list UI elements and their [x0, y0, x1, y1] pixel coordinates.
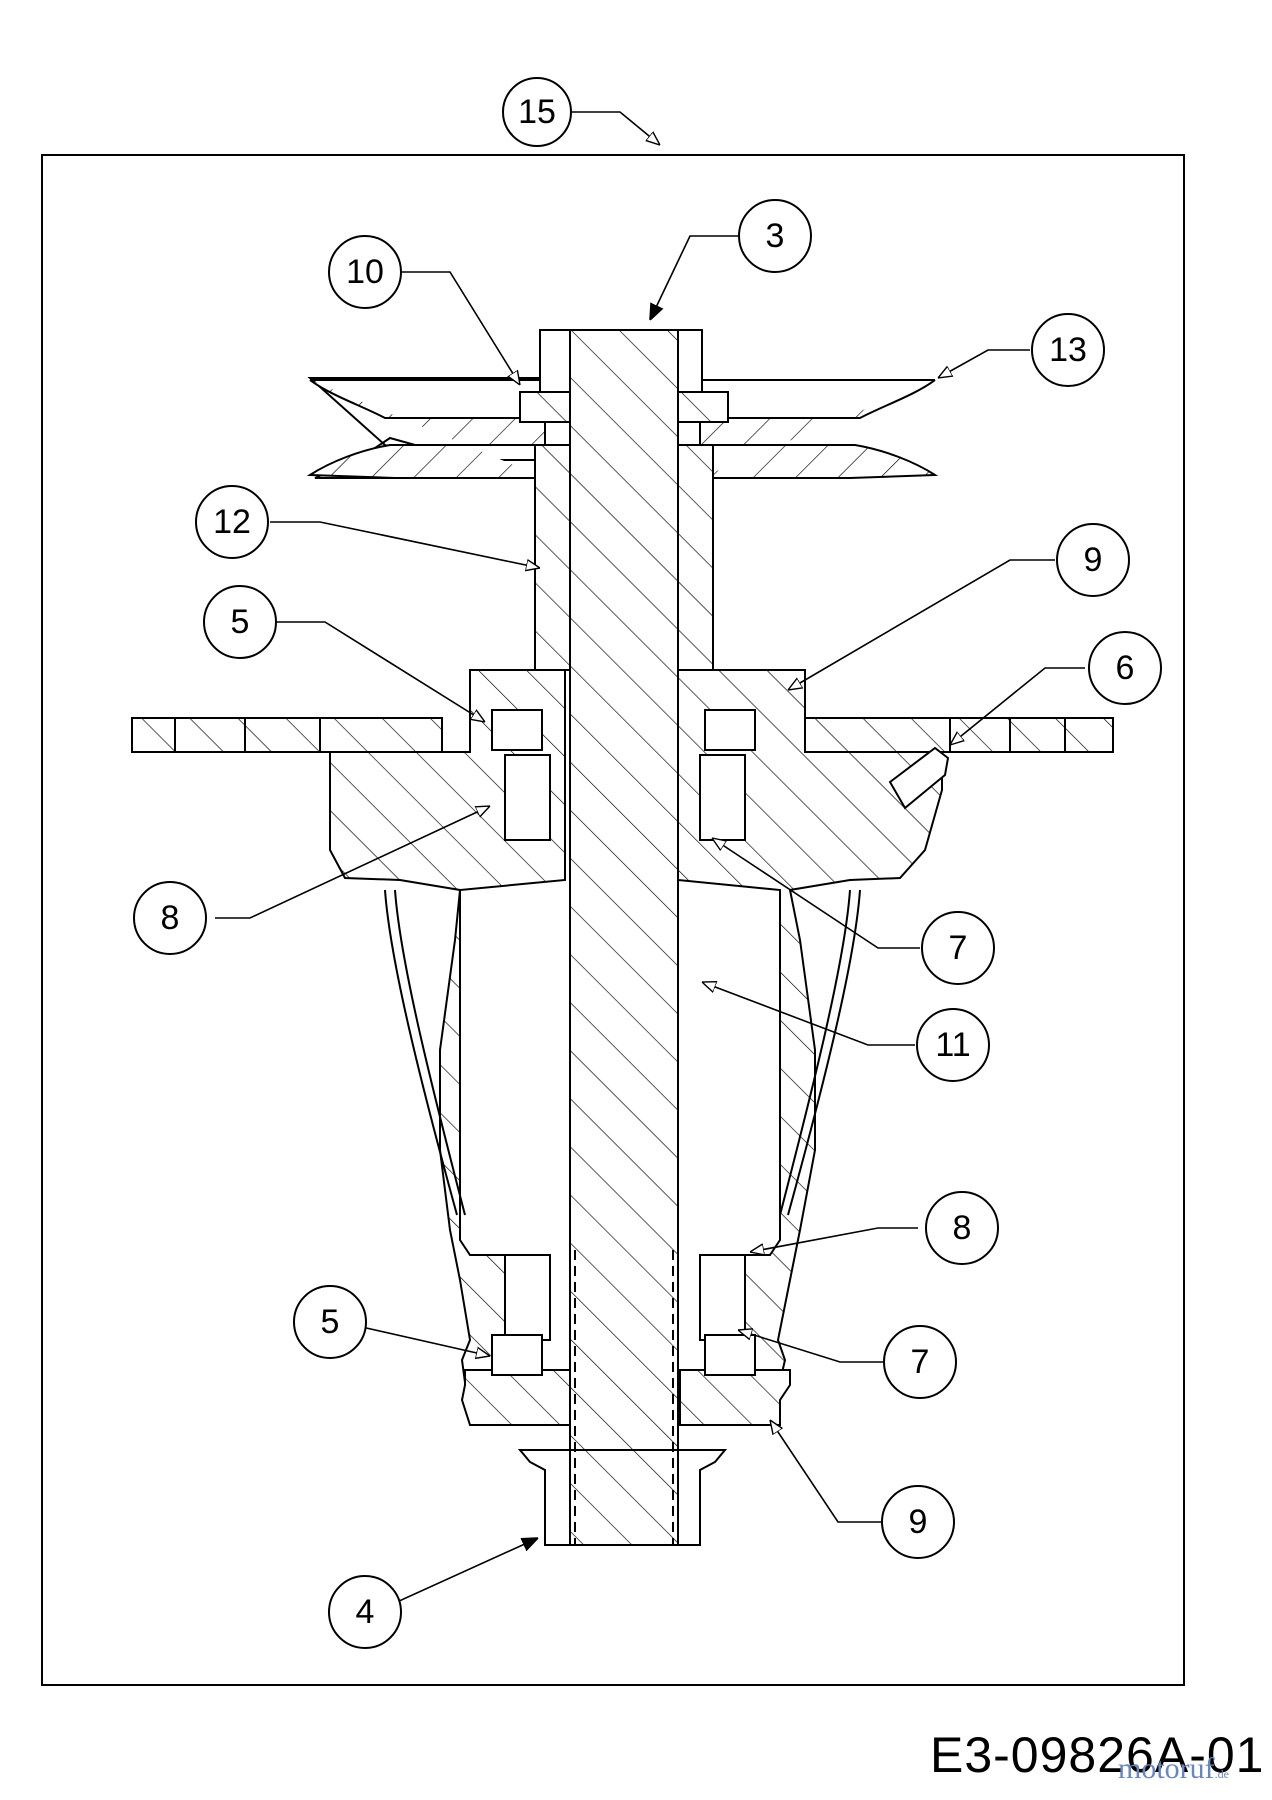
callout-13: 13 — [1031, 313, 1105, 387]
spindle-shaft — [539, 329, 703, 1546]
callout-5-upper: 5 — [203, 585, 277, 659]
svg-text:5: 5 — [321, 1303, 340, 1341]
svg-text:11: 11 — [935, 1026, 970, 1064]
callout-3: 3 — [738, 199, 812, 273]
grease-fitting — [888, 746, 950, 810]
callout-6: 6 — [1088, 631, 1162, 705]
lower-flange — [460, 1369, 791, 1426]
callout-9-lower: 9 — [881, 1485, 955, 1559]
svg-text:15: 15 — [518, 93, 556, 131]
callout-12: 12 — [195, 485, 269, 559]
svg-text:10: 10 — [346, 253, 384, 291]
svg-text:7: 7 — [949, 929, 968, 967]
assembly-frame — [41, 154, 1185, 1686]
bearings — [491, 709, 756, 1376]
svg-text:5: 5 — [231, 603, 250, 641]
drawing-id: E3-09826A-01 — [930, 1727, 1265, 1783]
svg-text:9: 9 — [909, 1503, 928, 1541]
callout-4: 4 — [328, 1575, 402, 1649]
watermark-suffix: .de — [1214, 1767, 1229, 1781]
svg-text:6: 6 — [1116, 649, 1135, 687]
svg-text:4: 4 — [356, 1593, 375, 1631]
svg-text:9: 9 — [1084, 541, 1103, 579]
svg-text:8: 8 — [161, 899, 180, 937]
callout-8-upper: 8 — [133, 881, 207, 955]
svg-text:7: 7 — [911, 1343, 930, 1381]
callout-10: 10 — [328, 235, 402, 309]
mounting-plate — [131, 717, 1114, 753]
svg-text:8: 8 — [953, 1209, 972, 1247]
callout-11: 11 — [916, 1008, 990, 1082]
leader-lines — [215, 111, 1085, 1613]
svg-text:3: 3 — [766, 217, 785, 255]
svg-text:13: 13 — [1049, 331, 1087, 369]
callout-5-lower: 5 — [293, 1285, 367, 1359]
spacer-tube — [534, 444, 714, 671]
pulley — [306, 377, 939, 479]
svg-text:12: 12 — [213, 503, 251, 541]
callout-8-lower: 8 — [925, 1191, 999, 1265]
callout-15: 15 — [502, 77, 572, 147]
callout-7-lower: 7 — [883, 1325, 957, 1399]
callout-9-upper: 9 — [1056, 523, 1130, 597]
blade-hub — [517, 1449, 728, 1546]
watermark-logo: motoruf.de — [1118, 1752, 1229, 1786]
watermark-text: motoruf — [1118, 1752, 1215, 1785]
housing-taper — [384, 889, 861, 1216]
callout-7-upper: 7 — [921, 911, 995, 985]
